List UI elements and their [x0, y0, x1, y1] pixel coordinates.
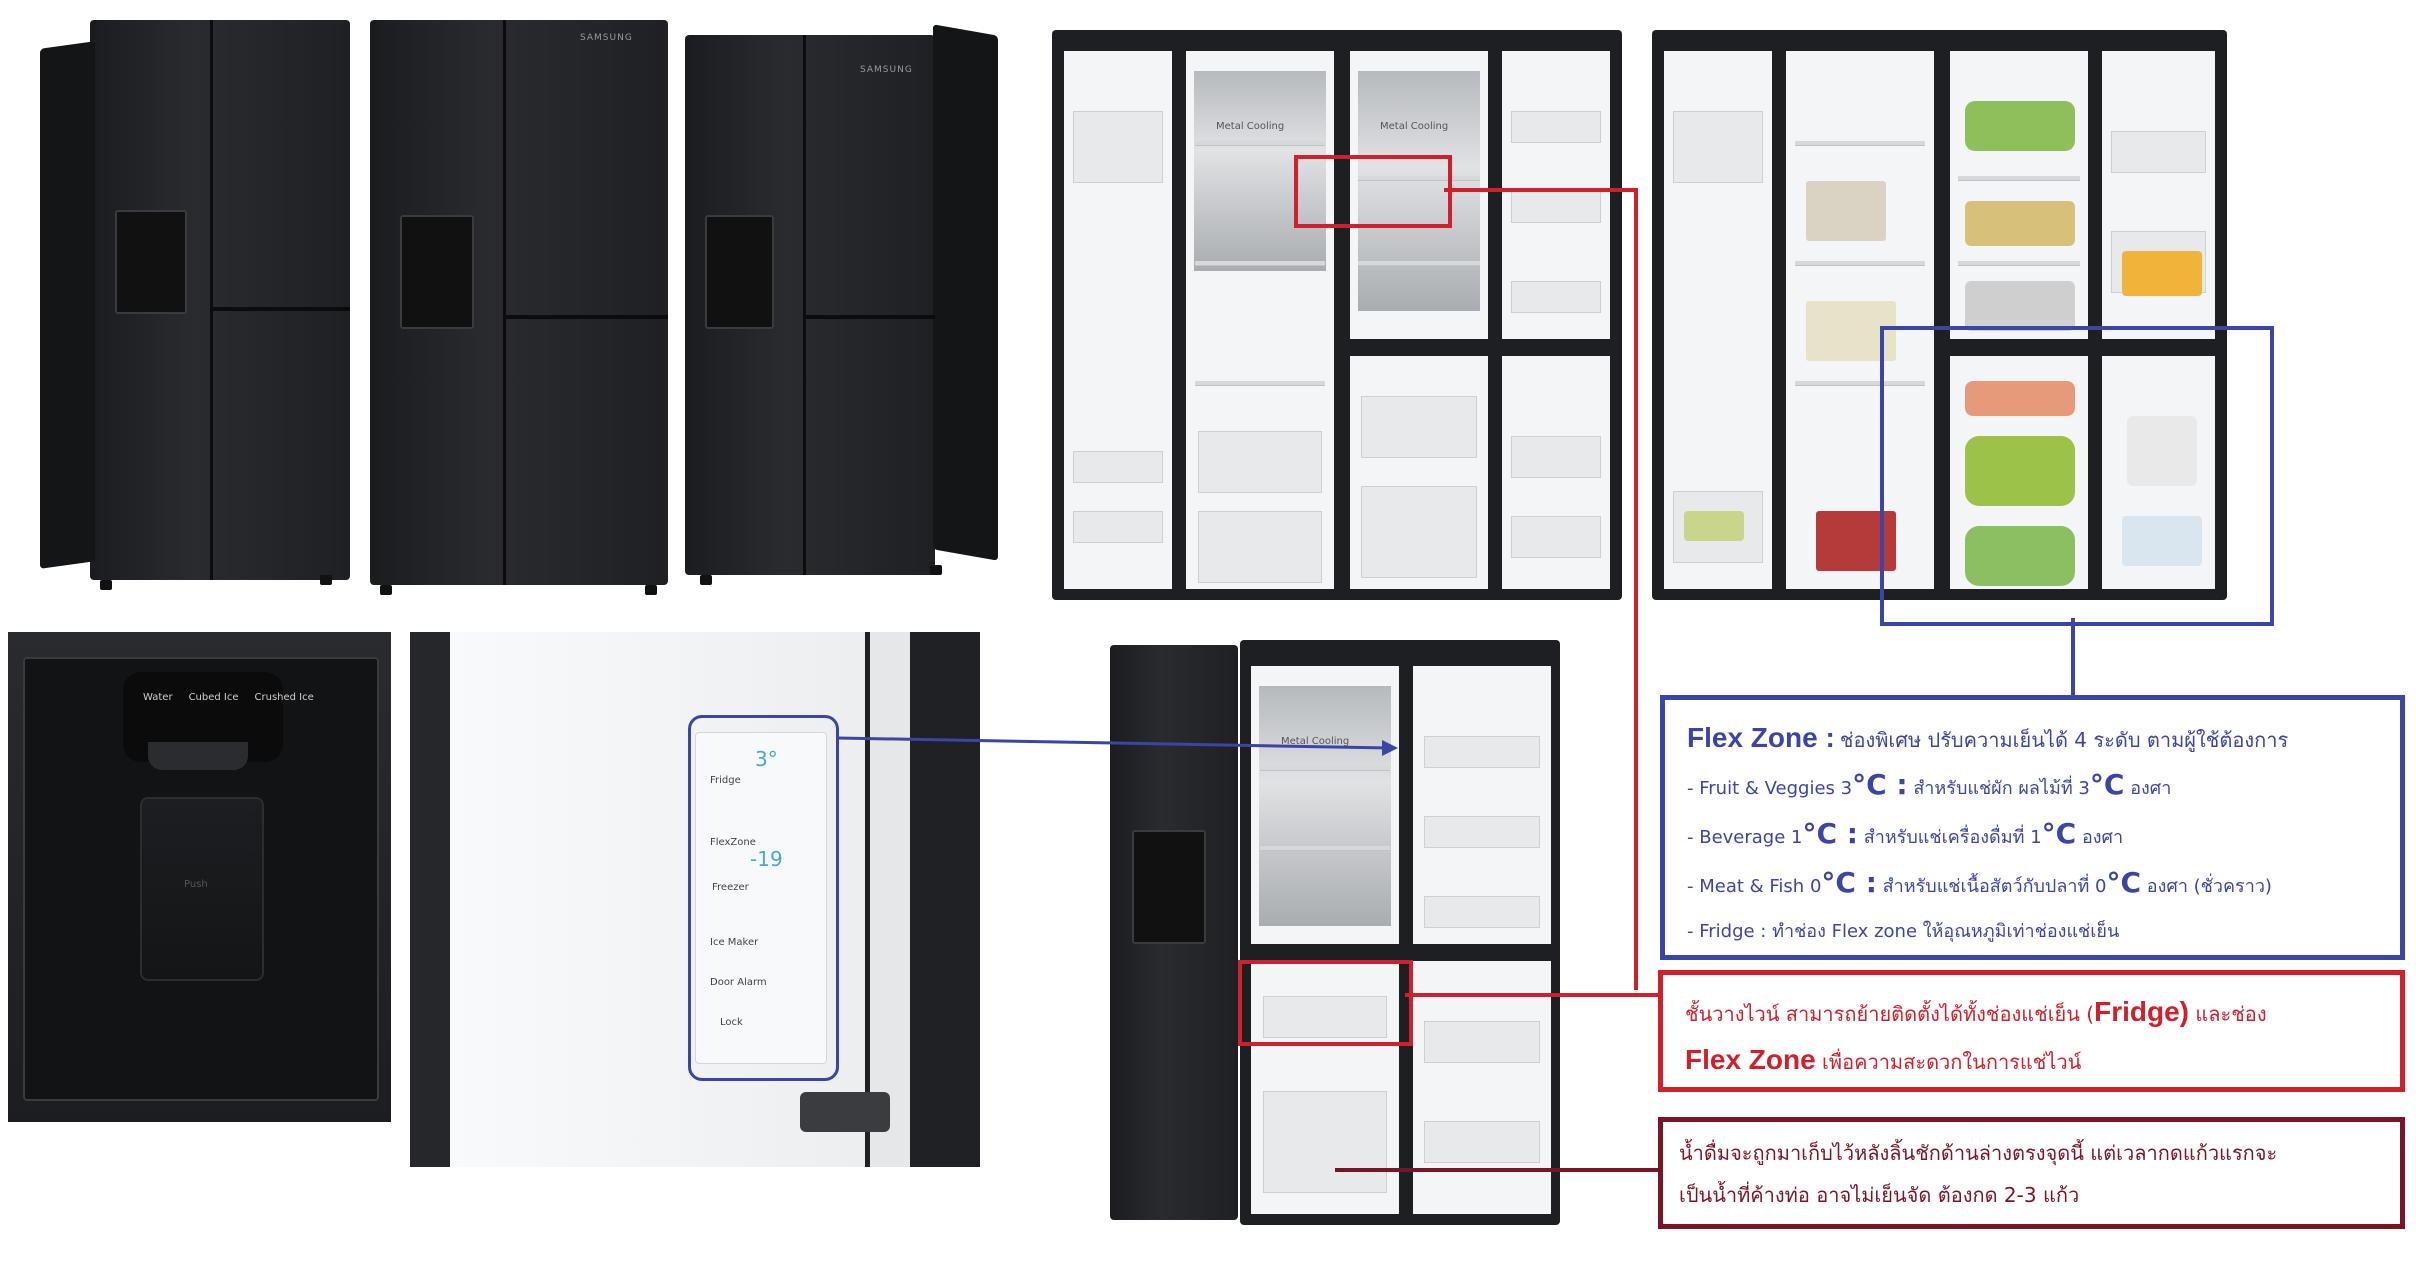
- wine-line1-fridge: Fridge): [2094, 996, 2189, 1027]
- flex-zone-highlight: [1880, 326, 2274, 626]
- flex-zone-title: Flex Zone :: [1687, 722, 1835, 753]
- flex-zone-line-fruit: - Fruit & Veggies 3°C : สำหรับแช่ผัก ผลไ…: [1687, 762, 2378, 811]
- wine-line1-a: ชั้นวางไวน์ สามารถย้ายติดตั้งได้ทั้งช่อง…: [1685, 1002, 2095, 1026]
- wine-shelf-info-box: ชั้นวางไวน์ สามารถย้ายติดตั้งได้ทั้งช่อง…: [1658, 970, 2405, 1092]
- water-dispenser: [400, 215, 474, 329]
- flex-zone-line-fridge: - Fridge : ทำช่อง Flex zone ให้อุณหภูมิเ…: [1687, 921, 2120, 942]
- line-unit: °C :: [1821, 866, 1877, 899]
- line-suffix: องศา: [2081, 827, 2124, 848]
- dispenser-paddle[interactable]: Push: [140, 797, 264, 981]
- line-suffix: องศา (ชั่วคราว): [2146, 876, 2272, 897]
- fridge-exterior-left-view: [20, 15, 350, 595]
- flexzone-temp-display: -19: [750, 847, 783, 871]
- push-label: Push: [184, 879, 208, 890]
- line-prefix: - Fruit & Veggies 3: [1687, 778, 1853, 799]
- dispenser-closeup: Water Cubed Ice Crushed Ice Push: [8, 632, 391, 1122]
- blue-arrow-head: [1382, 740, 1398, 756]
- fridge-exterior-front-view: SAMSUNG: [370, 15, 670, 595]
- wine-line1-c: และช่อง: [2188, 1002, 2267, 1026]
- fridge-open-stocked: [1652, 30, 2227, 600]
- line-unit: °C :: [1802, 817, 1858, 850]
- flex-zone-info-box: Flex Zone : ช่องพิเศษ ปรับความเย็นได้ 4 …: [1660, 695, 2405, 960]
- control-panel-strip: [695, 732, 827, 1064]
- metal-cooling-label: Metal Cooling: [1281, 736, 1350, 747]
- line-desc: สำหรับแช่เครื่องดื่มที่ 1: [1863, 827, 2042, 848]
- wine-line2-b: เพื่อความสะดวกในการแช่ไวน์: [1815, 1050, 2082, 1074]
- brand-label: SAMSUNG: [860, 65, 913, 75]
- water-dispenser: [705, 215, 774, 329]
- metal-cooling-label: Metal Cooling: [1216, 121, 1285, 132]
- wine-line2-flexzone: Flex Zone: [1685, 1044, 1816, 1075]
- water-option[interactable]: Water: [143, 692, 173, 703]
- flex-zone-line-meat: - Meat & Fish 0°C : สำหรับแช่เนื้อสัตว์ก…: [1687, 860, 2378, 909]
- crushed-ice-option[interactable]: Crushed Ice: [254, 692, 314, 703]
- flex-zone-line-beverage: - Beverage 1°C : สำหรับแช่เครื่องดื่มที่…: [1687, 811, 2378, 860]
- line-desc: สำหรับแช่ผัก ผลไม้ที่ 3: [1913, 778, 2090, 799]
- flex-zone-title-desc: ช่องพิเศษ ปรับความเย็นได้ 4 ระดับ ตามผู้…: [1839, 728, 2289, 752]
- door-alarm-button[interactable]: Door Alarm: [710, 977, 767, 988]
- freezer-button[interactable]: Freezer: [712, 882, 749, 893]
- red-connector: [1444, 188, 1638, 990]
- line-unit2: °C: [2041, 817, 2077, 850]
- fridge-temp-display: 3°: [755, 747, 778, 771]
- wine-shelf-highlight: [1238, 960, 1413, 1046]
- cubed-ice-option[interactable]: Cubed Ice: [188, 692, 239, 703]
- line-prefix: - Meat & Fish 0: [1687, 876, 1822, 897]
- water-dispenser: [115, 210, 187, 314]
- fridge-exterior-right-view: SAMSUNG: [685, 15, 1015, 595]
- ice-maker-button[interactable]: Ice Maker: [710, 937, 759, 948]
- lock-button[interactable]: Lock: [720, 1017, 743, 1028]
- interior-control-panel-photo: 3° Fridge -19 FlexZone Freezer Ice Maker…: [410, 632, 980, 1167]
- fridge-button[interactable]: Fridge: [710, 775, 741, 786]
- water-line2: เป็นน้ำที่ค้างท่อ อาจไม่เย็นจัด ต้องกด 2…: [1679, 1183, 2080, 1207]
- line-suffix: องศา: [2130, 778, 2172, 799]
- line-unit2: °C: [2106, 866, 2142, 899]
- water-tank-info-box: น้ำดื่มจะถูกมาเก็บไว้หลังลิ้นชักด้านล่าง…: [1658, 1117, 2405, 1229]
- control-panel-highlight: [688, 715, 839, 1081]
- fridge-open-center: Metal Cooling: [1110, 640, 1560, 1225]
- line-unit2: °C: [2089, 768, 2125, 801]
- blue-connector-arrow: [837, 736, 1391, 750]
- fridge-open-empty: Metal Cooling Metal Cooling: [1052, 30, 1622, 600]
- line-unit: °C :: [1852, 768, 1908, 801]
- flexzone-button[interactable]: FlexZone: [710, 837, 756, 848]
- metal-cooling-label: Metal Cooling: [1380, 121, 1449, 132]
- line-desc: สำหรับแช่เนื้อสัตว์กับปลาที่ 0: [1882, 876, 2107, 897]
- line-prefix: - Beverage 1: [1687, 827, 1803, 848]
- ice-chute: [148, 742, 248, 770]
- water-line1: น้ำดื่มจะถูกมาเก็บไว้หลังลิ้นชักด้านล่าง…: [1679, 1141, 2278, 1165]
- water-dispenser: [1132, 830, 1206, 944]
- brand-label: SAMSUNG: [580, 33, 633, 43]
